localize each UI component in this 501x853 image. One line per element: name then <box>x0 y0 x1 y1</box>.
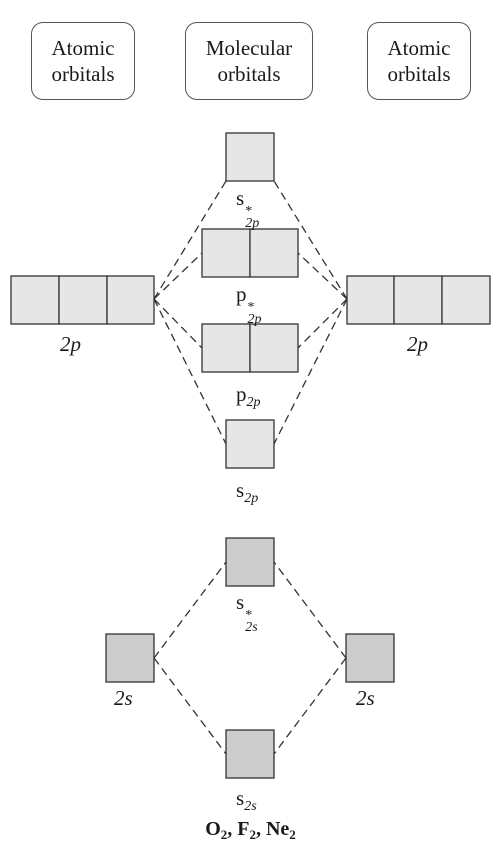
label-base: s <box>236 786 245 810</box>
label-sup: * <box>245 608 253 623</box>
connector <box>297 298 348 349</box>
label-sigma-2s: s2s <box>236 786 257 819</box>
orbital-box-sigma-2p <box>225 419 275 469</box>
connector <box>273 298 348 445</box>
connector <box>273 561 347 659</box>
label-base: p <box>236 382 247 406</box>
label-sub: 2p <box>246 395 261 410</box>
orbital-box-pi-star-2p <box>201 228 251 278</box>
connector <box>153 298 227 445</box>
label-sub: 2p <box>247 312 262 327</box>
label-sub: 2p <box>245 216 260 231</box>
label-sub: 2p <box>244 491 259 506</box>
molecule-title: O2, F2, Ne2 <box>0 818 501 843</box>
label-sup: * <box>245 204 253 219</box>
label-sigma-2p: s2p <box>236 478 258 511</box>
title-sub: 2 <box>249 827 256 842</box>
connector <box>153 561 227 659</box>
header-line: orbitals <box>51 62 115 86</box>
label-sigma-star-2s: s*2s <box>236 590 258 635</box>
title-part: , Ne <box>255 818 290 840</box>
label-pi-star-2p: p*2p <box>236 282 262 327</box>
label-base: s <box>236 478 245 502</box>
header-line: orbitals <box>217 62 281 86</box>
orbital-box-2s-right <box>345 633 395 683</box>
label-sup: * <box>247 300 255 315</box>
label-base: p <box>236 282 247 306</box>
label-sub: 2s <box>244 799 257 814</box>
label-2s-left: 2s <box>114 686 133 710</box>
title-part: O <box>205 818 221 840</box>
header-line: Atomic <box>387 36 451 60</box>
header-atomic-orbitals-right: Atomic orbitals <box>367 22 471 100</box>
header-molecular-orbitals: Molecular orbitals <box>185 22 313 100</box>
orbital-box-2p-left <box>58 275 108 325</box>
header-line: orbitals <box>387 62 451 86</box>
orbital-box-sigma-2s <box>225 729 275 779</box>
connector <box>297 252 348 300</box>
header-atomic-orbitals-left: Atomic orbitals <box>31 22 135 100</box>
connector <box>153 180 227 300</box>
orbital-box-pi-star-2p <box>249 228 299 278</box>
orbital-box-2p-right <box>441 275 491 325</box>
label-base: s <box>236 590 245 614</box>
connector-lines <box>153 180 348 755</box>
connector <box>273 657 347 755</box>
connector <box>153 657 227 755</box>
title-part: , F <box>227 818 250 840</box>
label-2s-right: 2s <box>356 686 375 710</box>
label-2p-left: 2p <box>60 332 81 356</box>
header-line: Molecular <box>205 36 293 60</box>
label-pi-2p: p2p <box>236 382 261 415</box>
connector <box>153 252 203 300</box>
orbital-box-2s-left <box>105 633 155 683</box>
label-2p-right: 2p <box>407 332 428 356</box>
orbital-box-pi-2p <box>249 323 299 373</box>
title-sub: 2 <box>220 827 228 842</box>
connector <box>153 298 203 349</box>
orbital-box-2p-left <box>106 275 155 325</box>
connector <box>273 180 348 300</box>
orbital-box-pi-2p <box>201 323 251 373</box>
orbital-box-2p-right <box>346 275 395 325</box>
label-base: s <box>236 186 245 210</box>
orbital-box-2p-left <box>10 275 60 325</box>
title-sub: 2 <box>289 827 296 842</box>
orbital-box-2p-right <box>393 275 443 325</box>
orbital-box-sigma-star-2s <box>225 537 275 587</box>
label-sub: 2s <box>245 620 258 635</box>
header-line: Atomic <box>51 36 115 60</box>
label-sigma-star-2p: s*2p <box>236 186 260 231</box>
orbital-box-sigma-star-2p <box>225 132 275 182</box>
